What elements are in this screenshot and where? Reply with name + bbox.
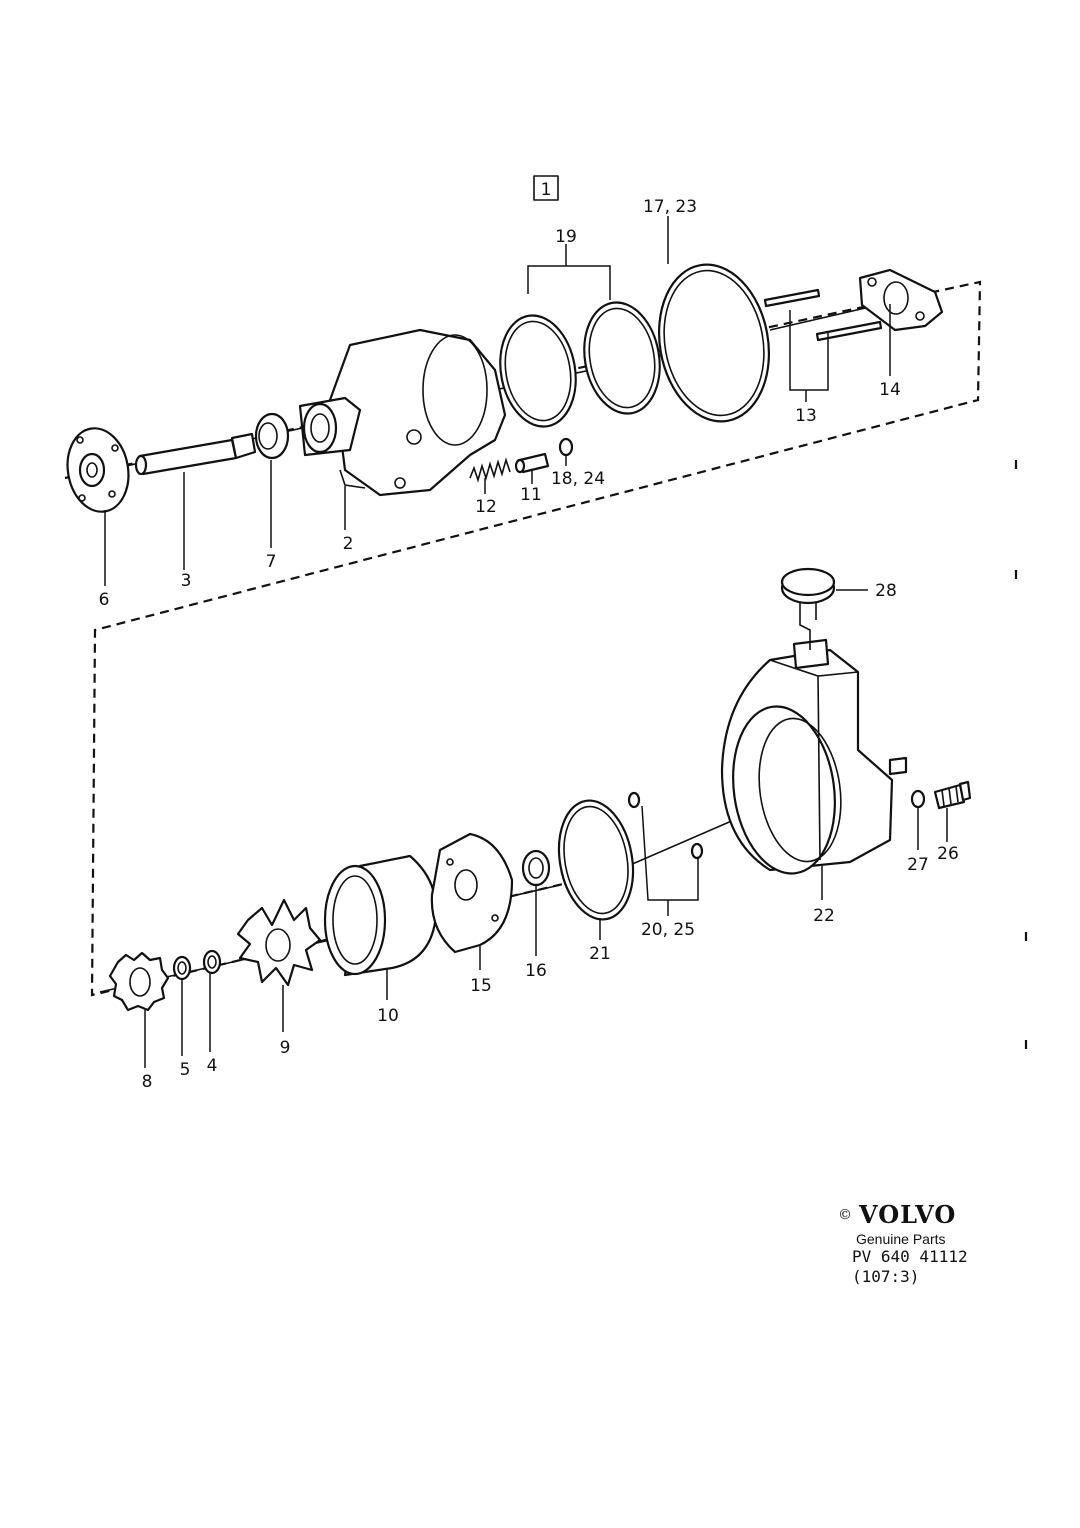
part-22-reservoir: [720, 638, 908, 875]
part-14-cover-plate: [858, 268, 944, 332]
reference-code: (107:3): [852, 1267, 920, 1286]
label-14: 14: [879, 380, 901, 400]
part-16-seal: [521, 849, 551, 887]
label-19: 19: [555, 227, 577, 247]
leader-lines: [104, 216, 948, 1068]
label-8: 8: [142, 1072, 153, 1092]
tagline: Genuine Parts: [856, 1231, 946, 1247]
label-11: 11: [520, 485, 542, 505]
label-27: 27: [907, 855, 929, 875]
part-code: PV 640 41112: [852, 1247, 968, 1266]
part-21-snap-ring: [557, 799, 635, 921]
part-8-gear: [108, 951, 170, 1012]
label-4: 4: [207, 1056, 218, 1076]
label-26: 26: [937, 844, 959, 864]
part-28-filler-cap: [780, 567, 836, 650]
volvo-logo: © VOLVO: [838, 1200, 1038, 1229]
part-5-washer: [172, 955, 192, 981]
part-18-washer: [558, 437, 574, 457]
group-box-frame: [533, 175, 559, 201]
label-12: 12: [475, 497, 497, 517]
part-9-impeller: [236, 898, 322, 987]
copyright-symbol: ©: [838, 1206, 853, 1223]
part-15-cam-plate: [430, 832, 514, 954]
part-19-o-rings: [499, 301, 661, 428]
part-12-spring: [469, 457, 511, 483]
brand-name: VOLVO: [859, 1200, 957, 1229]
part-27-washer: [910, 789, 926, 809]
part-13-pins: [763, 288, 883, 342]
part-2-pump-housing: [298, 328, 507, 497]
group-boundary-right-ticks: [1014, 460, 1028, 1052]
label-13: 13: [795, 406, 817, 426]
label-22: 22: [813, 906, 835, 926]
label-21: 21: [589, 944, 611, 964]
part-3-shaft: [134, 432, 257, 476]
part-26-union-screw: [933, 780, 972, 810]
part-17-23-large-o-ring: [657, 263, 771, 423]
part-20-25-o-rings: [627, 791, 704, 860]
label-10: 10: [377, 1006, 399, 1026]
label-7: 7: [266, 552, 277, 572]
label-28: 28: [875, 581, 897, 601]
label-20-25: 20, 25: [641, 920, 695, 940]
part-10-pump-ring: [323, 854, 438, 977]
label-9: 9: [280, 1038, 291, 1058]
label-3: 3: [181, 571, 192, 591]
part-11-pin: [514, 452, 550, 474]
label-5: 5: [180, 1060, 191, 1080]
label-17-23: 17, 23: [643, 197, 697, 217]
label-18-24: 18, 24: [551, 469, 605, 489]
label-16: 16: [525, 961, 547, 981]
label-6: 6: [99, 590, 110, 610]
group-box-number: 1: [541, 180, 552, 200]
part-4-washer: [202, 949, 222, 975]
label-2: 2: [343, 534, 354, 554]
part-7-bearing: [254, 412, 290, 460]
part-6-flange: [66, 427, 130, 513]
label-15: 15: [470, 976, 492, 996]
footer-block: © VOLVO Genuine Parts PV 640 41112 (107:…: [838, 1200, 1038, 1287]
